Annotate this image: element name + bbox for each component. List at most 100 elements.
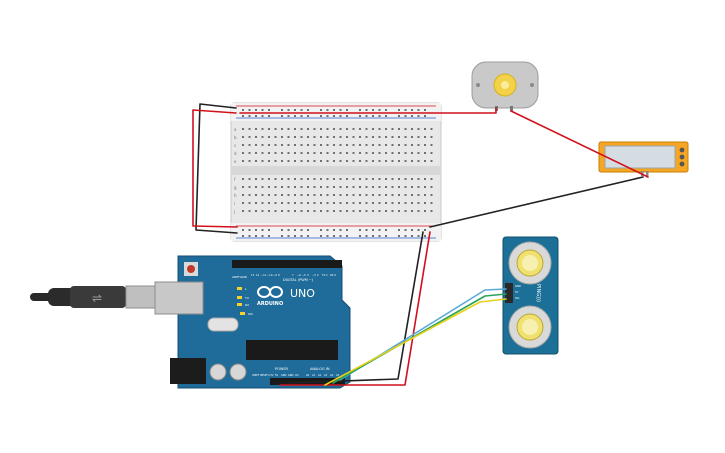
breadboard-hole — [430, 160, 433, 162]
arduino-logo — [257, 286, 283, 298]
breadboard-rail-hole — [417, 229, 420, 231]
breadboard-rail-hole — [294, 109, 296, 111]
breadboard-hole — [359, 136, 361, 138]
breadboard-hole — [281, 160, 283, 162]
dc-motor-icon[interactable] — [471, 61, 539, 111]
breadboard-rail-hole — [385, 235, 387, 237]
ultrasonic-sensor-icon[interactable]: PING))) GND 5V SIG — [502, 236, 559, 355]
breadboard-hole — [307, 210, 309, 212]
breadboard-hole — [391, 178, 394, 180]
digital-pin-label: 12 — [256, 273, 260, 277]
breadboard-rail-hole — [268, 235, 270, 237]
breadboard-hole — [274, 144, 277, 146]
breadboard-hole — [294, 128, 296, 130]
breadboard-hole — [365, 186, 368, 188]
breadboard-rail-hole — [261, 229, 264, 231]
breadboard-rail-hole — [359, 235, 361, 237]
breadboard-hole — [404, 210, 407, 212]
breadboard-hole — [378, 186, 381, 188]
breadboard-hole — [300, 178, 303, 180]
digital-pin-label: TX 1 — [322, 273, 328, 277]
breadboard-hole — [274, 160, 277, 162]
breadboard-rail-hole — [372, 109, 374, 111]
breadboard-hole — [326, 178, 329, 180]
analog-pin-label: A2 — [318, 374, 322, 377]
breadboard-rail-hole — [339, 115, 342, 117]
breadboard-hole — [255, 178, 257, 180]
breadboard-hole — [320, 202, 322, 204]
digital-pin-label: 7 — [292, 273, 294, 277]
breadboard-hole — [385, 144, 387, 146]
breadboard-hole — [274, 194, 277, 196]
breadboard-rail-hole — [359, 109, 361, 111]
breadboard-hole — [346, 152, 348, 154]
breadboard-rail-hole — [365, 229, 368, 231]
breadboard-hole — [333, 210, 335, 212]
breadboard-hole — [411, 160, 413, 162]
breadboard-rail-hole — [287, 235, 290, 237]
breadboard-rail-hole — [424, 115, 426, 117]
breadboard-hole — [313, 160, 316, 162]
breadboard-hole — [339, 160, 342, 162]
breadboard-hole — [385, 128, 387, 130]
breadboard-hole — [313, 178, 316, 180]
breadboard-hole — [248, 128, 251, 130]
breadboard-hole — [404, 160, 407, 162]
breadboard-rail-hole — [372, 115, 374, 117]
breadboard-rail-hole — [248, 235, 251, 237]
arduino-uno-board[interactable]: ARDUINO UNO DIGITAL (PWM ~) POWER ANALOG… — [154, 255, 351, 389]
breadboard-rail-hole — [307, 115, 309, 117]
breadboard-rail-hole — [287, 229, 290, 231]
breadboard-rail-hole — [281, 229, 283, 231]
breadboard-hole — [352, 202, 355, 204]
breadboard-rail-hole — [372, 229, 374, 231]
breadboard-rail-hole — [287, 115, 290, 117]
breadboard-hole — [391, 160, 394, 162]
breadboard-rail-hole — [326, 235, 329, 237]
breadboard-hole — [417, 136, 420, 138]
breadboard-row-label: e — [234, 159, 237, 164]
sensor-pin-label: GND — [515, 284, 521, 288]
breadboard-hole — [248, 210, 251, 212]
breadboard-rail-hole — [326, 229, 329, 231]
breadboard-hole — [255, 160, 257, 162]
breadboard-row-label: a — [234, 127, 237, 132]
breadboard[interactable]: a b c d e f g h i j — [230, 102, 442, 242]
breadboard-hole — [365, 160, 368, 162]
breadboard-row-label: i — [234, 201, 235, 206]
breadboard-rail-hole — [242, 229, 244, 231]
breadboard-rail-hole — [294, 235, 296, 237]
power-pin-label: RESET — [260, 374, 268, 377]
breadboard-rail-hole — [320, 229, 322, 231]
breadboard-rail-hole — [339, 235, 342, 237]
breadboard-hole — [398, 178, 400, 180]
breadboard-hole — [307, 152, 309, 154]
breadboard-hole — [313, 194, 316, 196]
breadboard-hole — [352, 152, 355, 154]
wires[interactable] — [192, 103, 649, 386]
breadboard-hole — [261, 152, 264, 154]
breadboard-rail-hole — [398, 115, 400, 117]
digital-pin-label: ~10 — [267, 273, 273, 277]
breadboard-hole — [404, 178, 407, 180]
breadboard-hole — [398, 136, 400, 138]
breadboard-hole — [391, 194, 394, 196]
breadboard-hole — [326, 186, 329, 188]
breadboard-hole — [391, 144, 394, 146]
breadboard-rail-hole — [294, 229, 296, 231]
breadboard-hole — [391, 136, 394, 138]
analog-header-label: ANALOG IN — [310, 367, 330, 371]
breadboard-hole — [261, 136, 264, 138]
power-pin-label: GND — [288, 374, 294, 377]
breadboard-rail-hole — [378, 229, 381, 231]
breadboard-hole — [294, 144, 296, 146]
breadboard-hole — [333, 160, 335, 162]
breadboard-hole — [326, 144, 329, 146]
breadboard-hole — [242, 128, 244, 130]
breadboard-hole — [365, 128, 368, 130]
breadboard-hole — [352, 128, 355, 130]
wire-green-sensor — [332, 293, 507, 384]
breadboard-rail-hole — [333, 235, 335, 237]
breadboard-rail-hole — [398, 229, 400, 231]
